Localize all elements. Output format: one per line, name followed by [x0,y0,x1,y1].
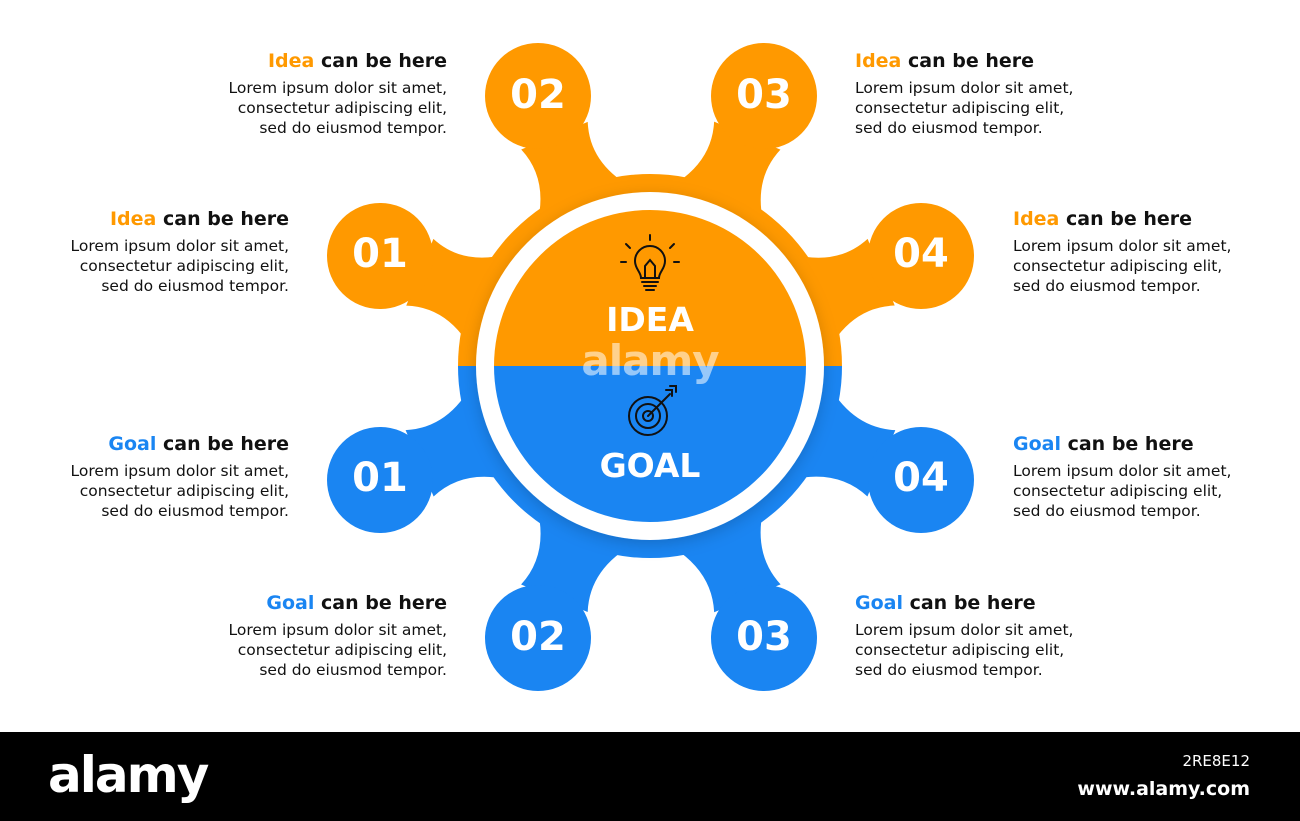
goal-number-01: 01 [352,455,408,501]
goal-text-block-04: Goal can be here Lorem ipsum dolor sit a… [1013,433,1293,521]
idea-node-2 [485,43,591,149]
idea-node-4 [868,203,974,309]
goal-title-04: Goal can be here [1013,433,1293,455]
idea-number-04: 04 [893,231,949,277]
goal-connector-2 [521,479,657,612]
goal-title-prefix: Goal [108,433,157,455]
idea-title-04: Idea can be here [1013,208,1293,230]
goal-description-04: Lorem ipsum dolor sit amet, consectetur … [1013,462,1232,520]
image-code: 2RE8E12 [1182,752,1250,770]
idea-connector-1 [406,238,536,366]
goal-number-03: 03 [736,614,792,660]
idea-title-prefix: Idea [267,50,315,72]
target-arrow-icon [628,385,677,436]
lightbulb-icon [620,234,680,291]
idea-title-rest: can be here [314,50,447,72]
goal-node-3 [711,585,817,691]
site-url: www.alamy.com [1077,778,1250,800]
idea-text-block-03: Idea can be here Lorem ipsum dolor sit a… [855,50,1275,138]
infographic: IDEA alamy GOAL 01 02 03 04 01 02 03 04 … [0,43,1293,691]
goal-text-block-01: Goal can be here Lorem ipsum dolor sit a… [0,433,289,521]
idea-connector-4 [764,238,895,366]
goal-title-rest: can be here [1060,433,1194,455]
idea-title-rest: can be here [156,208,289,230]
idea-text-block-04: Idea can be here Lorem ipsum dolor sit a… [1013,208,1293,296]
goal-description-03: Lorem ipsum dolor sit amet, consectetur … [855,621,1074,679]
idea-connector-2 [521,121,657,253]
goal-half [494,366,806,522]
idea-description-02: Lorem ipsum dolor sit amet, consectetur … [228,79,447,137]
goal-node-2 [485,585,591,691]
goal-title-rest: can be here [902,592,1036,614]
goal-node-4 [868,427,974,533]
goal-title-rest: can be here [314,592,447,614]
idea-label: IDEA [606,300,694,339]
alamy-logo: alamy [48,746,209,804]
idea-title-03: Idea can be here [855,50,1275,72]
goal-title-02: Goal can be here [27,592,447,614]
idea-title-rest: can be here [901,50,1035,72]
idea-title-rest: can be here [1059,208,1193,230]
goal-number-04: 04 [893,455,949,501]
idea-number-02: 02 [510,72,566,118]
goal-text-block-03: Goal can be here Lorem ipsum dolor sit a… [855,592,1275,680]
idea-title-prefix: Idea [855,50,902,72]
goal-label: GOAL [599,446,701,485]
idea-half [494,210,806,366]
goal-title-rest: can be here [156,433,289,455]
idea-connector-3 [644,121,781,254]
idea-description-03: Lorem ipsum dolor sit amet, consectetur … [855,79,1074,137]
watermark-footer: alamy 2RE8E12 www.alamy.com [0,732,1300,821]
goal-title-03: Goal can be here [855,592,1275,614]
idea-title-prefix: Idea [109,208,157,230]
idea-title-prefix: Idea [1013,208,1060,230]
idea-number-01: 01 [352,231,408,277]
idea-number-03: 03 [736,72,792,118]
goal-title-prefix: Goal [1013,433,1061,455]
goal-title-prefix: Goal [266,592,315,614]
idea-node-3 [711,43,817,149]
diagram-svg [327,43,974,691]
goal-connector-3 [644,479,781,613]
idea-text-block-02: Idea can be here Lorem ipsum dolor sit a… [27,50,447,138]
goal-node-1 [327,427,433,533]
idea-description-01: Lorem ipsum dolor sit amet, consectetur … [70,237,289,295]
goal-number-02: 02 [510,614,566,660]
goal-description-02: Lorem ipsum dolor sit amet, consectetur … [228,621,447,679]
goal-title-01: Goal can be here [0,433,289,455]
center-watermark: alamy [581,336,719,385]
idea-title-02: Idea can be here [27,50,447,72]
idea-description-04: Lorem ipsum dolor sit amet, consectetur … [1013,237,1232,295]
goal-title-prefix: Goal [855,592,903,614]
idea-text-block-01: Idea can be here Lorem ipsum dolor sit a… [0,208,289,296]
goal-connector-1 [405,366,538,497]
goal-description-01: Lorem ipsum dolor sit amet, consectetur … [70,462,289,520]
goal-text-block-02: Goal can be here Lorem ipsum dolor sit a… [27,592,447,680]
idea-title-01: Idea can be here [0,208,289,230]
goal-connector-4 [762,366,896,497]
idea-node-1 [327,203,433,309]
